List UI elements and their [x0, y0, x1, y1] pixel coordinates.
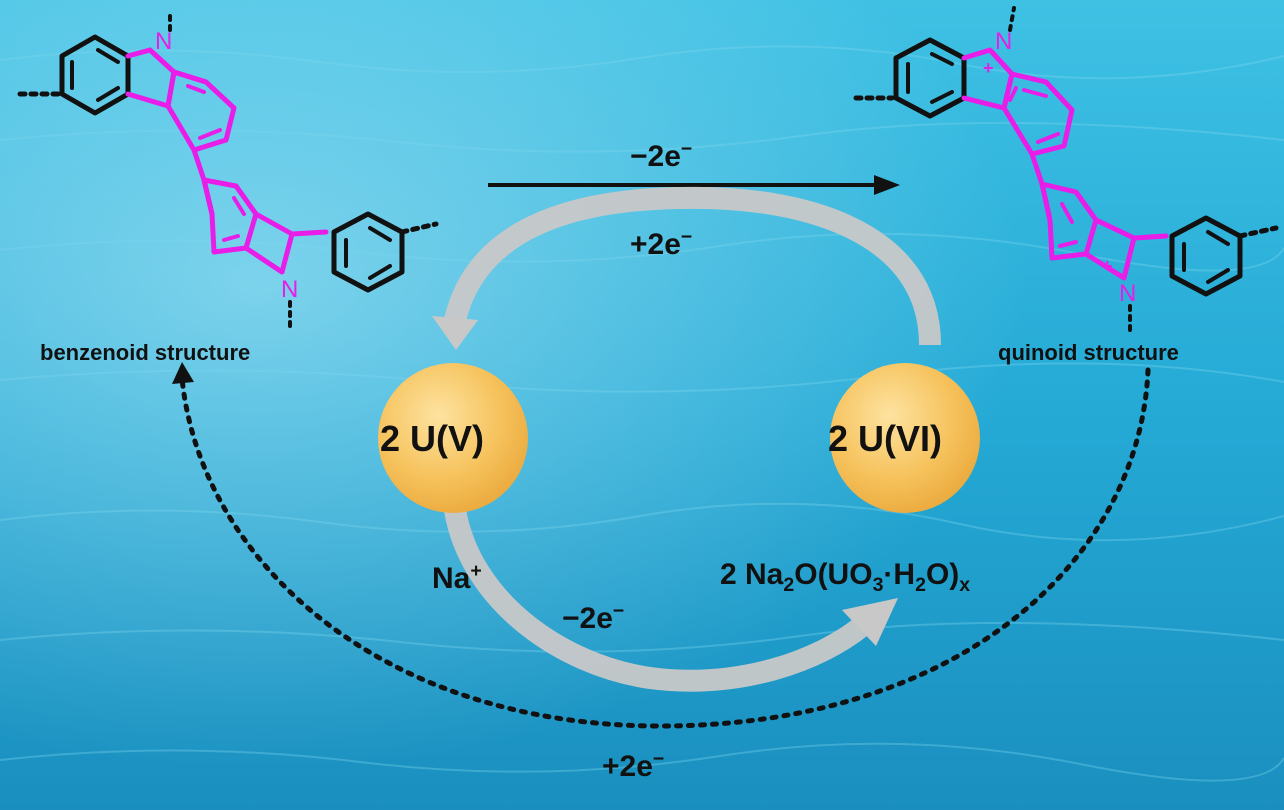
quinoid-magenta-a-inner	[1008, 86, 1060, 144]
na-ion-label: Na+	[432, 560, 482, 595]
upper-gray-arc	[432, 186, 941, 350]
quinoid-ring-a-inner	[906, 52, 954, 104]
quinoid-magenta-b-inner	[1058, 202, 1078, 248]
u5-circle	[378, 363, 528, 513]
benzenoid-molecule	[17, 8, 439, 328]
plus-charge-bottom-right: +	[1102, 256, 1113, 276]
dotted-outer-arc	[172, 362, 1151, 729]
plus-charge-top-right: +	[983, 58, 994, 78]
quinoid-molecule	[853, 6, 1279, 332]
top-minus-2e-label: −2e−	[630, 138, 693, 173]
quinoid-magenta-a	[961, 47, 1075, 187]
carbazole-b-inner	[222, 196, 246, 242]
u6-circle	[830, 363, 980, 513]
top-reaction-arrow	[488, 175, 900, 195]
top-plus-2e-label: +2e−	[630, 226, 693, 261]
quinoid-magenta-b	[1039, 181, 1169, 281]
sodium-uranate-product-label: 2 Na2O(UO3·H2O)x	[720, 558, 971, 596]
u5-label: 2 U(V)	[380, 418, 485, 459]
u6-label: 2 U(VI)	[828, 418, 943, 459]
water-ripples	[0, 45, 1284, 782]
quinoid-label: quinoid structure	[998, 340, 1179, 365]
ring-c-inner-bonds	[344, 226, 392, 280]
carbazole-a-inner	[186, 84, 222, 140]
n-atom-bottom-left: N	[281, 276, 299, 303]
quinoid-top-n-dots	[1008, 6, 1016, 32]
bottom-minus-2e-label: −2e−	[562, 600, 625, 635]
quinoid-ring-c-inner	[1182, 230, 1230, 284]
quinoid-right-dots	[1237, 225, 1279, 239]
bottom-plus-2e-label: +2e−	[602, 748, 665, 783]
benzenoid-label: benzenoid structure	[40, 340, 251, 365]
n-atom-top-right: N	[995, 28, 1013, 55]
carbazole-b-magenta	[201, 177, 329, 275]
right-end-dots	[399, 221, 439, 235]
lower-gray-arc	[444, 507, 898, 692]
carbazole-a-magenta	[125, 47, 237, 183]
n-atom-top-left: N	[155, 28, 173, 55]
ring-a-inner-bonds	[70, 48, 120, 102]
n-atom-bottom-right: N	[1119, 280, 1137, 307]
